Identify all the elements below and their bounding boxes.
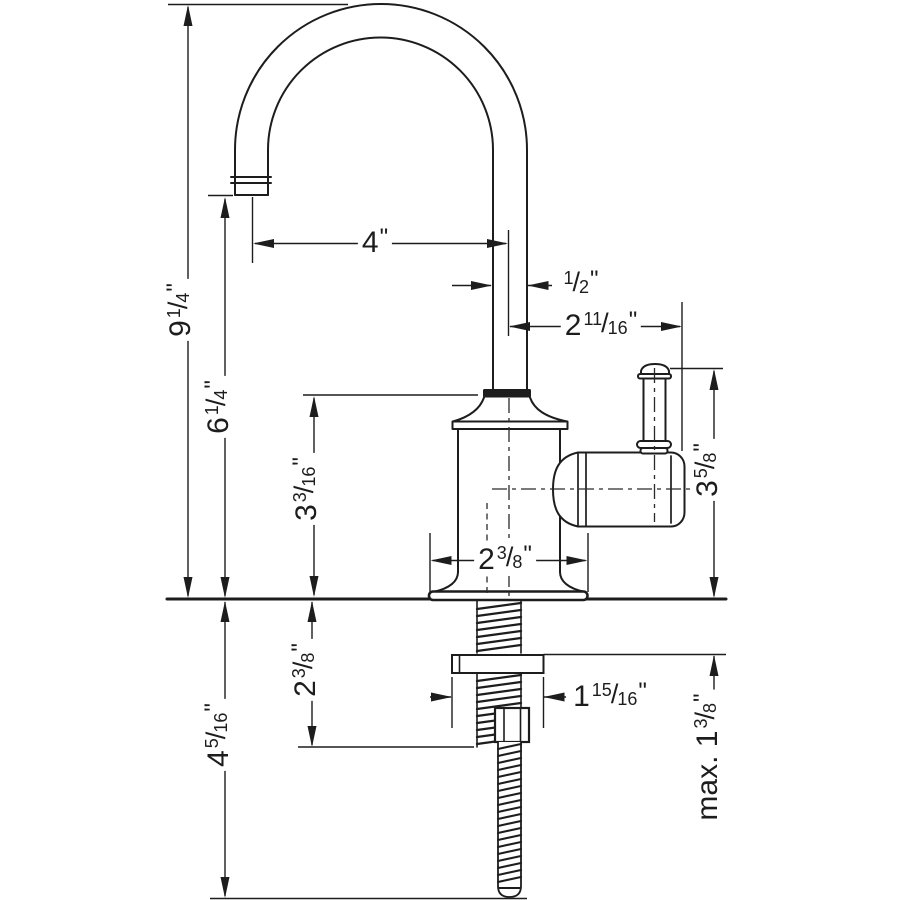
mounting-plate — [451, 654, 545, 674]
arrow-right-1-15-16 — [431, 692, 452, 702]
arrow-up-4-5-16 — [220, 601, 230, 622]
lever-shaft — [642, 377, 667, 442]
arrow-down-9-1-4 — [183, 577, 193, 598]
hex-nut — [493, 706, 531, 744]
dim-label-spout-reach: 4" — [357, 225, 393, 259]
dim-label-outlet-height: 61/4" — [200, 376, 235, 438]
arrow-right-2-11-16 — [661, 322, 682, 331]
arrow-right-1-2 — [471, 281, 492, 290]
arrow-up-max-1-3-8 — [709, 655, 719, 676]
arrow-left-4in — [253, 239, 274, 248]
body-cone — [452, 396, 568, 423]
spout-outer-wall — [234, 3, 528, 393]
base-escutcheon — [427, 590, 589, 602]
ext-lines-base-width — [429, 533, 589, 592]
faucet-outline-group — [165, 3, 728, 898]
spout-aerator-tip — [230, 176, 272, 196]
arrow-up-3-3-16 — [309, 396, 319, 417]
arrow-down-4-5-16 — [220, 877, 230, 898]
arrowhead-group — [183, 5, 719, 898]
arrow-up-2-3-8-shank — [307, 601, 317, 622]
arrow-left-1-2 — [527, 281, 549, 290]
arrow-down-6-1-4 — [220, 577, 230, 598]
arrow-right-2-3-8-base — [566, 556, 588, 565]
arrow-up-3-5-8 — [709, 369, 719, 390]
spout-inner-wall — [267, 36, 494, 390]
arrow-right-4in — [487, 239, 508, 248]
dim-label-max-deck-thickness: max. 13/8" — [689, 689, 724, 825]
dim-label-below-deck-length: 45/16" — [200, 699, 235, 771]
hex-nut-facets — [503, 707, 522, 743]
dim-label-body-height: 33/16" — [288, 453, 323, 525]
rod-threads — [496, 742, 523, 890]
arrow-left-2-11-16 — [509, 322, 530, 331]
arrow-up-6-1-4 — [220, 197, 230, 218]
arrow-left-1-15-16 — [543, 692, 565, 702]
ext-lines-plate-width — [451, 677, 545, 728]
dim-label-pipe-diameter: 1/2" — [557, 267, 603, 301]
dim-label-spout-height: 91/4" — [162, 279, 197, 341]
arrow-left-2-3-8-base — [430, 556, 452, 565]
body-ring — [451, 420, 569, 430]
spout-base-flange — [483, 389, 531, 398]
arrow-down-2-3-8-shank — [307, 726, 317, 747]
arrow-down-3-3-16 — [309, 576, 319, 597]
dim-label-shank-length: 23/8" — [287, 639, 322, 701]
arrow-down-3-5-8 — [709, 577, 719, 598]
shank-threads-upper — [475, 601, 523, 653]
dim-label-handle-height: 35/8" — [689, 439, 724, 501]
arrow-up-9-1-4 — [183, 5, 193, 26]
